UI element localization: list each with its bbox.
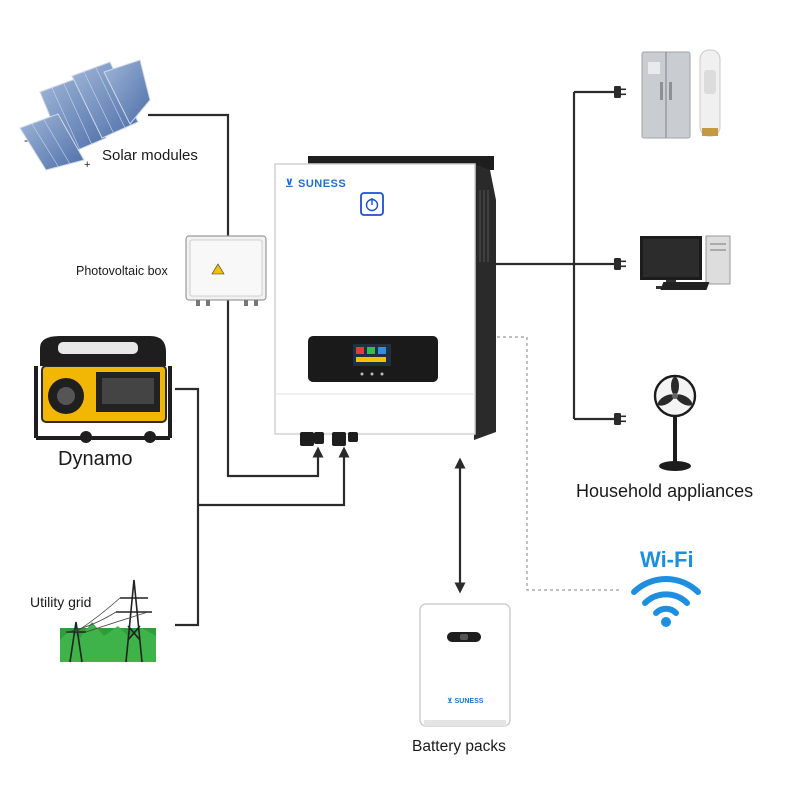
battery-packs-label: Battery packs [412,738,506,755]
pv-line [226,300,324,478]
wifi-dot [661,617,671,627]
inverter-brand-logo: ⊻ SUNESS [285,178,347,190]
wifi-icon [631,576,701,616]
household-appliances-label: Household appliances [576,481,754,501]
inverter-icon [274,156,496,446]
photovoltaic-box-label: Photovoltaic box [76,264,168,278]
desktop-computer-icon [640,235,731,290]
dynamo-label: Dynamo [58,448,133,470]
utility-grid-label: Utility grid [30,594,92,610]
generator-icon [34,336,172,443]
inverter-brand-text: SUNESS [298,178,347,190]
wifi-label: Wi-Fi [640,547,694,572]
battery-brand-logo: ⊻ SUNESS [447,698,484,705]
refrigerator-icon [641,51,691,139]
plug-icons [614,86,626,425]
ac-input-line [198,446,350,507]
air-conditioner-icon [699,49,721,137]
dynamo-line [175,387,200,627]
plug-icon [614,413,626,425]
plug-icon [614,86,626,98]
solar-modules-label: Solar modules [102,147,198,164]
solar-minus-label: - [24,133,28,147]
power-tower-icon [60,579,156,663]
solar-plus-label: + [84,159,90,171]
solar-line [148,113,230,240]
wifi-link [497,336,622,591]
standing-fan-icon [653,374,697,471]
battery-brand-text: SUNESS [454,698,484,705]
junction-box-icon [185,235,267,306]
battery-pack-icon [419,603,511,727]
connection-lines [148,90,614,627]
plug-icon [614,258,626,270]
solar-panel-icon [19,59,151,171]
